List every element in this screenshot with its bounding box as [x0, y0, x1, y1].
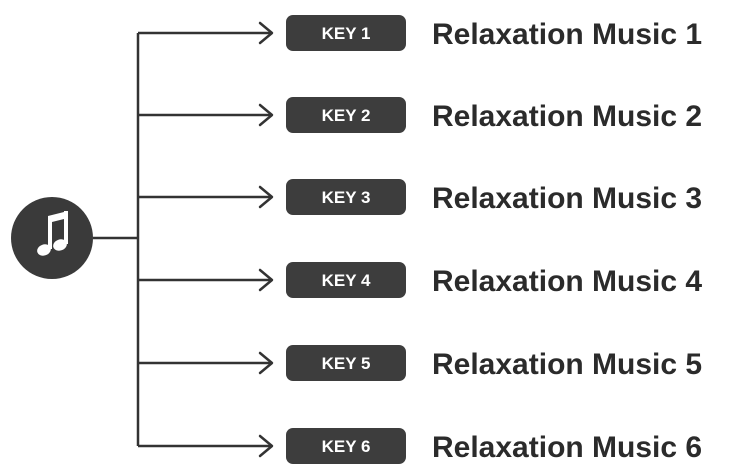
branch-row-1[interactable]: KEY 1 Relaxation Music 1 — [138, 15, 702, 51]
music-track-label: Relaxation Music 5 — [432, 348, 702, 381]
branch-list: KEY 1 Relaxation Music 1 KEY 2 Relaxation M… — [138, 15, 702, 464]
music-track-label: Relaxation Music 6 — [432, 431, 702, 464]
branch-row-4[interactable]: KEY 4 Relaxation Music 4 — [138, 262, 702, 298]
arrow-head-icon — [258, 434, 274, 458]
key-badge[interactable]: KEY 1 — [286, 15, 406, 51]
branch-row-5[interactable]: KEY 5 Relaxation Music 5 — [138, 345, 702, 381]
branch-row-6[interactable]: KEY 6 Relaxation Music 6 — [138, 428, 702, 464]
key-badge-background — [286, 262, 406, 298]
key-label: KEY 6 — [322, 437, 371, 456]
music-track-label: Relaxation Music 2 — [432, 100, 702, 133]
arrow-head-icon — [258, 185, 274, 209]
music-track-label: Relaxation Music 4 — [432, 265, 702, 298]
key-badge[interactable]: KEY 5 — [286, 345, 406, 381]
music-source-node[interactable] — [11, 197, 93, 279]
key-badge-background — [286, 179, 406, 215]
music-track-label: Relaxation Music 1 — [432, 18, 702, 51]
arrow-head-icon — [258, 351, 274, 375]
music-note-icon — [37, 211, 68, 256]
arrow-head-icon — [258, 21, 274, 45]
key-label: KEY 5 — [322, 354, 371, 373]
arrow-head-icon — [258, 103, 274, 127]
key-badge[interactable]: KEY 2 — [286, 97, 406, 133]
key-label: KEY 3 — [322, 188, 371, 207]
music-track-label: Relaxation Music 3 — [432, 182, 702, 215]
key-label: KEY 4 — [322, 271, 371, 290]
key-badge-background — [286, 97, 406, 133]
key-badge-background — [286, 345, 406, 381]
key-badge-background — [286, 15, 406, 51]
branch-row-3[interactable]: KEY 3 Relaxation Music 3 — [138, 179, 702, 215]
key-badge[interactable]: KEY 6 — [286, 428, 406, 464]
key-badge[interactable]: KEY 3 — [286, 179, 406, 215]
branch-row-2[interactable]: KEY 2 Relaxation Music 2 — [138, 97, 702, 133]
key-label: KEY 1 — [322, 24, 371, 43]
key-label: KEY 2 — [322, 106, 371, 125]
key-badge[interactable]: KEY 4 — [286, 262, 406, 298]
key-badge-background — [286, 428, 406, 464]
arrow-head-icon — [258, 268, 274, 292]
